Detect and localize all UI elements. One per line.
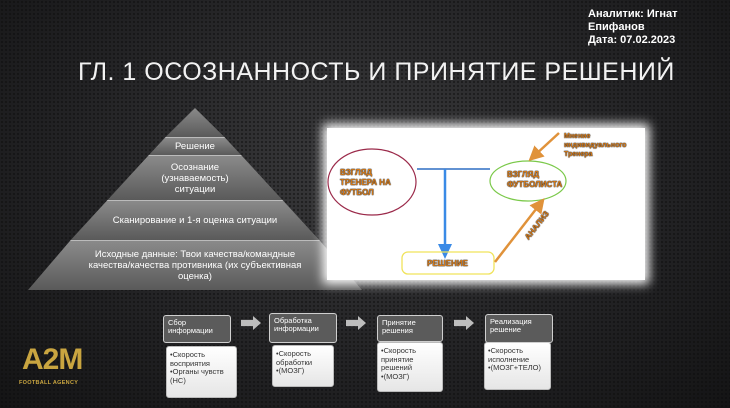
process-item: •(МОЗГ) xyxy=(276,366,305,375)
analyst-name: Аналитик: Игнат Епифанов xyxy=(588,8,678,33)
pyramid-layer-awareness: Осознание (узнаваемость) ситуации xyxy=(107,155,283,200)
process-step-4-title: Реализация решение xyxy=(485,314,553,343)
diagram-shapes xyxy=(327,132,567,275)
pyramid-layer-decision: Решение xyxy=(148,137,242,155)
process-step-3-body: •Скорость принятие решений •(МОЗГ) xyxy=(377,342,443,392)
decision-label: РЕШЕНИЕ xyxy=(427,259,468,268)
player-view-ellipse xyxy=(489,160,567,202)
coach-view-label: ВЗГЛЯД ТРЕНЕРА НА ФУТБОЛ xyxy=(340,168,391,197)
process-item: •(МОЗГ+ТЕЛО) xyxy=(488,363,542,372)
arrow-right-icon xyxy=(346,316,366,330)
process-item: •(МОЗГ) xyxy=(381,371,410,381)
coach-opinion-arrow xyxy=(528,132,560,162)
coach-opinion-label: Мнение индивидуального Тренера xyxy=(564,133,627,158)
process-item: •Скорость обработки xyxy=(276,349,313,367)
process-step-1-body: •Скорость восприятия •Органы чувств (НС) xyxy=(166,346,237,398)
process-item: •Скорость принятие решений xyxy=(381,346,417,372)
decision-box xyxy=(401,251,495,275)
page-title: ГЛ. 1 ОСОЗНАННОСТЬ И ПРИНЯТИЕ РЕШЕНИЙ xyxy=(78,58,675,86)
arrow-right-icon xyxy=(241,316,261,330)
process-step-3-title: Принятие решения xyxy=(377,315,443,342)
process-step-1-title: Сбор информации xyxy=(163,315,231,343)
process-item: •Скорость исполнение xyxy=(488,346,530,364)
report-date: Дата: 07.02.2023 xyxy=(588,34,676,46)
pyramid-layer-scanning: Сканирование и 1-я оценка ситуации xyxy=(70,200,320,240)
pyramid-apex xyxy=(165,108,225,137)
process-step-2-body: •Скорость обработки •(МОЗГ) xyxy=(272,345,334,387)
analyst-info: Аналитик: Игнат Епифанов Дата: 07.02.202… xyxy=(588,8,720,47)
decision-diagram: ВЗГЛЯД ТРЕНЕРА НА ФУТБОЛ ВЗГЛЯД ФУТБОЛИС… xyxy=(327,128,645,280)
process-step-2-title: Обработка информации xyxy=(269,313,337,343)
process-step-4-body: •Скорость исполнение •(МОЗГ+ТЕЛО) xyxy=(484,342,551,390)
process-item: •Органы чувств (НС) xyxy=(170,367,224,385)
analysis-arrow xyxy=(494,198,545,263)
a2m-logo: A2M xyxy=(22,343,83,376)
logo-subtitle: FOOTBALL AGENCY xyxy=(19,380,79,386)
player-view-label: ВЗГЛЯД ФУТБОЛИСТА xyxy=(507,170,563,189)
arrow-right-icon xyxy=(454,316,474,330)
coach-view-ellipse xyxy=(327,148,417,216)
process-item: •Скорость восприятия xyxy=(170,350,210,368)
pyramid-layer-input-data: Исходные данные: Твои качества/командные… xyxy=(28,240,362,290)
